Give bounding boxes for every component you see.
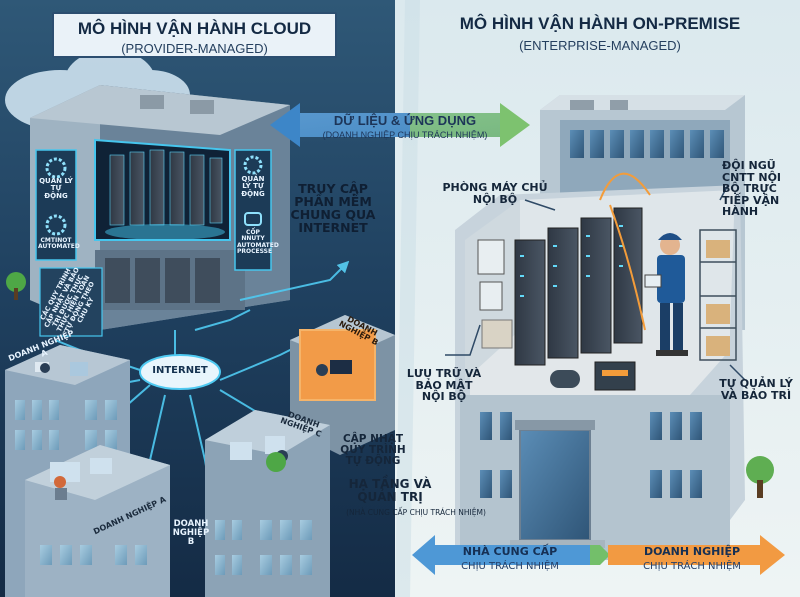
electrical-panel bbox=[477, 239, 505, 275]
storage-box bbox=[481, 319, 513, 349]
company-a-front-building bbox=[25, 445, 170, 597]
legend-enterprise: DOANH NGHIỆP CHỊU TRÁCH NHIỆM bbox=[622, 545, 762, 572]
gear-icon bbox=[45, 214, 67, 236]
toolbox-latch bbox=[602, 370, 628, 376]
robot-icon bbox=[244, 212, 262, 226]
panel-right-bottom-label: CỐP NNUTY AUTOMATED PROCESSE bbox=[237, 229, 279, 255]
legend-provider-note: CHỊU TRÁCH NHIỆM bbox=[461, 561, 559, 572]
cloud-title: MÔ HÌNH VẬN HÀNH CLOUD bbox=[77, 19, 312, 38]
company-b-building bbox=[290, 315, 395, 455]
shared-responsibility-label: DỮ LIỆU & ỨNG DỤNG (DOANH NGHIỆP CHỊU TR… bbox=[285, 106, 525, 148]
shared-title: DỮ LIỆU & ỨNG DỤNG bbox=[333, 113, 477, 128]
shared-responsibility-arrow bbox=[270, 103, 530, 147]
equipment-shelves bbox=[699, 229, 737, 361]
access-label: TRUY CẬP PHẦN MỀM CHUNG QUA INTERNET bbox=[290, 181, 376, 236]
auto-manage-panel-right bbox=[234, 149, 272, 271]
onprem-title-block: MÔ HÌNH VẬN HÀNH ON-PREMISE (ENTERPRISE-… bbox=[430, 14, 770, 53]
legend-provider-title: NHÀ CUNG CẤP bbox=[462, 545, 558, 558]
storage-box bbox=[706, 240, 730, 258]
company-b-ground-label: DOANH NGHIỆP B bbox=[172, 519, 210, 547]
legend-provider-arrow bbox=[412, 535, 610, 575]
company-c-building bbox=[205, 410, 330, 597]
panel-left-bottom-label: CMTINOT AUTOMATED bbox=[38, 237, 80, 251]
shared-note: (DOANH NGHIỆP CHỊU TRÁCH NHIỆM) bbox=[322, 130, 488, 140]
legend-provider: NHÀ CUNG CẤP CHỊU TRÁCH NHIỆM bbox=[440, 545, 580, 572]
maintenance-panel bbox=[39, 267, 103, 337]
onprem-title: MÔ HÌNH VẬN HÀNH ON-PREMISE bbox=[459, 14, 741, 33]
storage-box bbox=[706, 304, 730, 324]
storage-box bbox=[706, 336, 730, 356]
cloud-title-box: MÔ HÌNH VẬN HÀNH CLOUD (PROVIDER-MANAGED… bbox=[52, 12, 337, 58]
it-team-label: ĐỘI NGŨ CNTT NỘI BỘ TRỰC TIẾP VẬN HÀNH bbox=[722, 159, 782, 219]
gear-icon bbox=[45, 157, 67, 179]
onprem-pointer-arrows bbox=[445, 184, 746, 381]
tree-icon bbox=[6, 272, 286, 472]
electrical-panel bbox=[479, 281, 503, 311]
panel-right-top-label: QUẢN LÝ TỰ ĐỘNG bbox=[241, 175, 265, 198]
server-room-label: PHÒNG MÁY CHỦ NỘI BỘ bbox=[442, 181, 548, 206]
internet-label: INTERNET bbox=[152, 365, 208, 376]
cloud-subtitle: (PROVIDER-MANAGED) bbox=[121, 41, 268, 56]
infra-label: HẠ TẦNG VÀ QUẢN TRỊ bbox=[348, 477, 432, 504]
legend-enterprise-note: CHỊU TRÁCH NHIỆM bbox=[643, 561, 741, 572]
gear-icon bbox=[243, 155, 263, 175]
legend-enterprise-title: DOANH NGHIỆP bbox=[643, 545, 741, 558]
panel-left-top-label: QUẢN LÝ TỰ ĐỘNG bbox=[39, 177, 73, 200]
server-racks bbox=[514, 207, 643, 366]
auto-manage-panel-left bbox=[35, 149, 77, 261]
update-label: CẬP NHẬT QUY TRÌNH TỰ ĐỘNG bbox=[340, 433, 406, 468]
infra-note: (NHÀ CUNG CẤP CHỊU TRÁCH NHIỆM) bbox=[346, 508, 486, 517]
section-divider bbox=[395, 0, 420, 597]
network-cables bbox=[599, 172, 651, 331]
cable-spool bbox=[550, 370, 580, 388]
onprem-subtitle: (ENTERPRISE-MANAGED) bbox=[519, 38, 681, 53]
internet-node bbox=[139, 354, 221, 390]
legend-enterprise-arrow bbox=[608, 535, 785, 575]
it-worker-figure bbox=[644, 233, 688, 356]
self-manage-label: TỰ QUẢN LÝ VÀ BẢO TRÌ bbox=[719, 377, 793, 402]
storage-label: LƯU TRỮ VÀ BẢO MẬT NỘI BỘ bbox=[406, 367, 482, 404]
tree-icon bbox=[746, 456, 774, 498]
